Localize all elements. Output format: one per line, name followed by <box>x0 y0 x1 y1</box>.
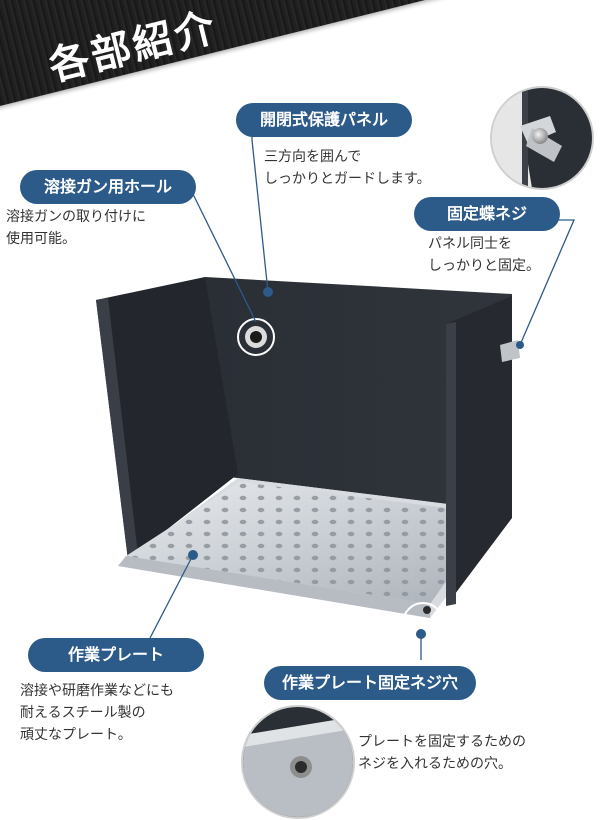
leader-torch-hole <box>189 187 257 323</box>
desc-protection-panel-line1: 三方向を囲んで <box>264 149 362 165</box>
right-panel <box>446 296 512 606</box>
wing-screw-icon <box>492 88 592 188</box>
screw-hole-icon <box>243 707 353 817</box>
desc-work-plate-line2: 耐えるスチール製の <box>20 705 146 721</box>
label-work-plate: 作業プレート <box>28 638 204 672</box>
torch-hole-ring <box>237 318 275 356</box>
desc-wing-screw-line2: しっかりと固定。 <box>428 258 540 274</box>
desc-plate-screw-hole-line2: ネジを入れるための穴。 <box>358 756 512 772</box>
leader-wing-screw <box>519 219 575 346</box>
desc-work-plate-line1: 溶接や研磨作業などにも <box>20 683 174 699</box>
left-panel <box>96 277 238 560</box>
label-wing-screw: 固定蝶ネジ <box>414 197 560 231</box>
plate-screw-ring <box>402 602 444 644</box>
desc-torch-hole-line2: 使用可能。 <box>6 231 76 247</box>
label-torch-hole: 溶接ガン用ホール <box>20 170 196 204</box>
back-panel <box>205 277 512 512</box>
desc-torch-hole-line1: 溶接ガンの取り付けに <box>6 209 146 225</box>
label-protection-panel: 開閉式保護パネル <box>236 103 412 137</box>
wing-screw-inset <box>490 86 594 190</box>
leader-work-plate <box>149 554 194 639</box>
desc-plate-screw-hole-line1: プレートを固定するための <box>358 734 526 750</box>
desc-protection-panel-line2: しっかりとガードします。 <box>264 171 431 187</box>
desc-wing-screw-line1: パネル同士を <box>428 236 512 252</box>
desc-work-plate-line3: 頑丈なプレート。 <box>20 727 132 743</box>
plate-screw-inset <box>241 705 355 819</box>
label-plate-screw-hole: 作業プレート固定ネジ穴 <box>264 666 476 700</box>
